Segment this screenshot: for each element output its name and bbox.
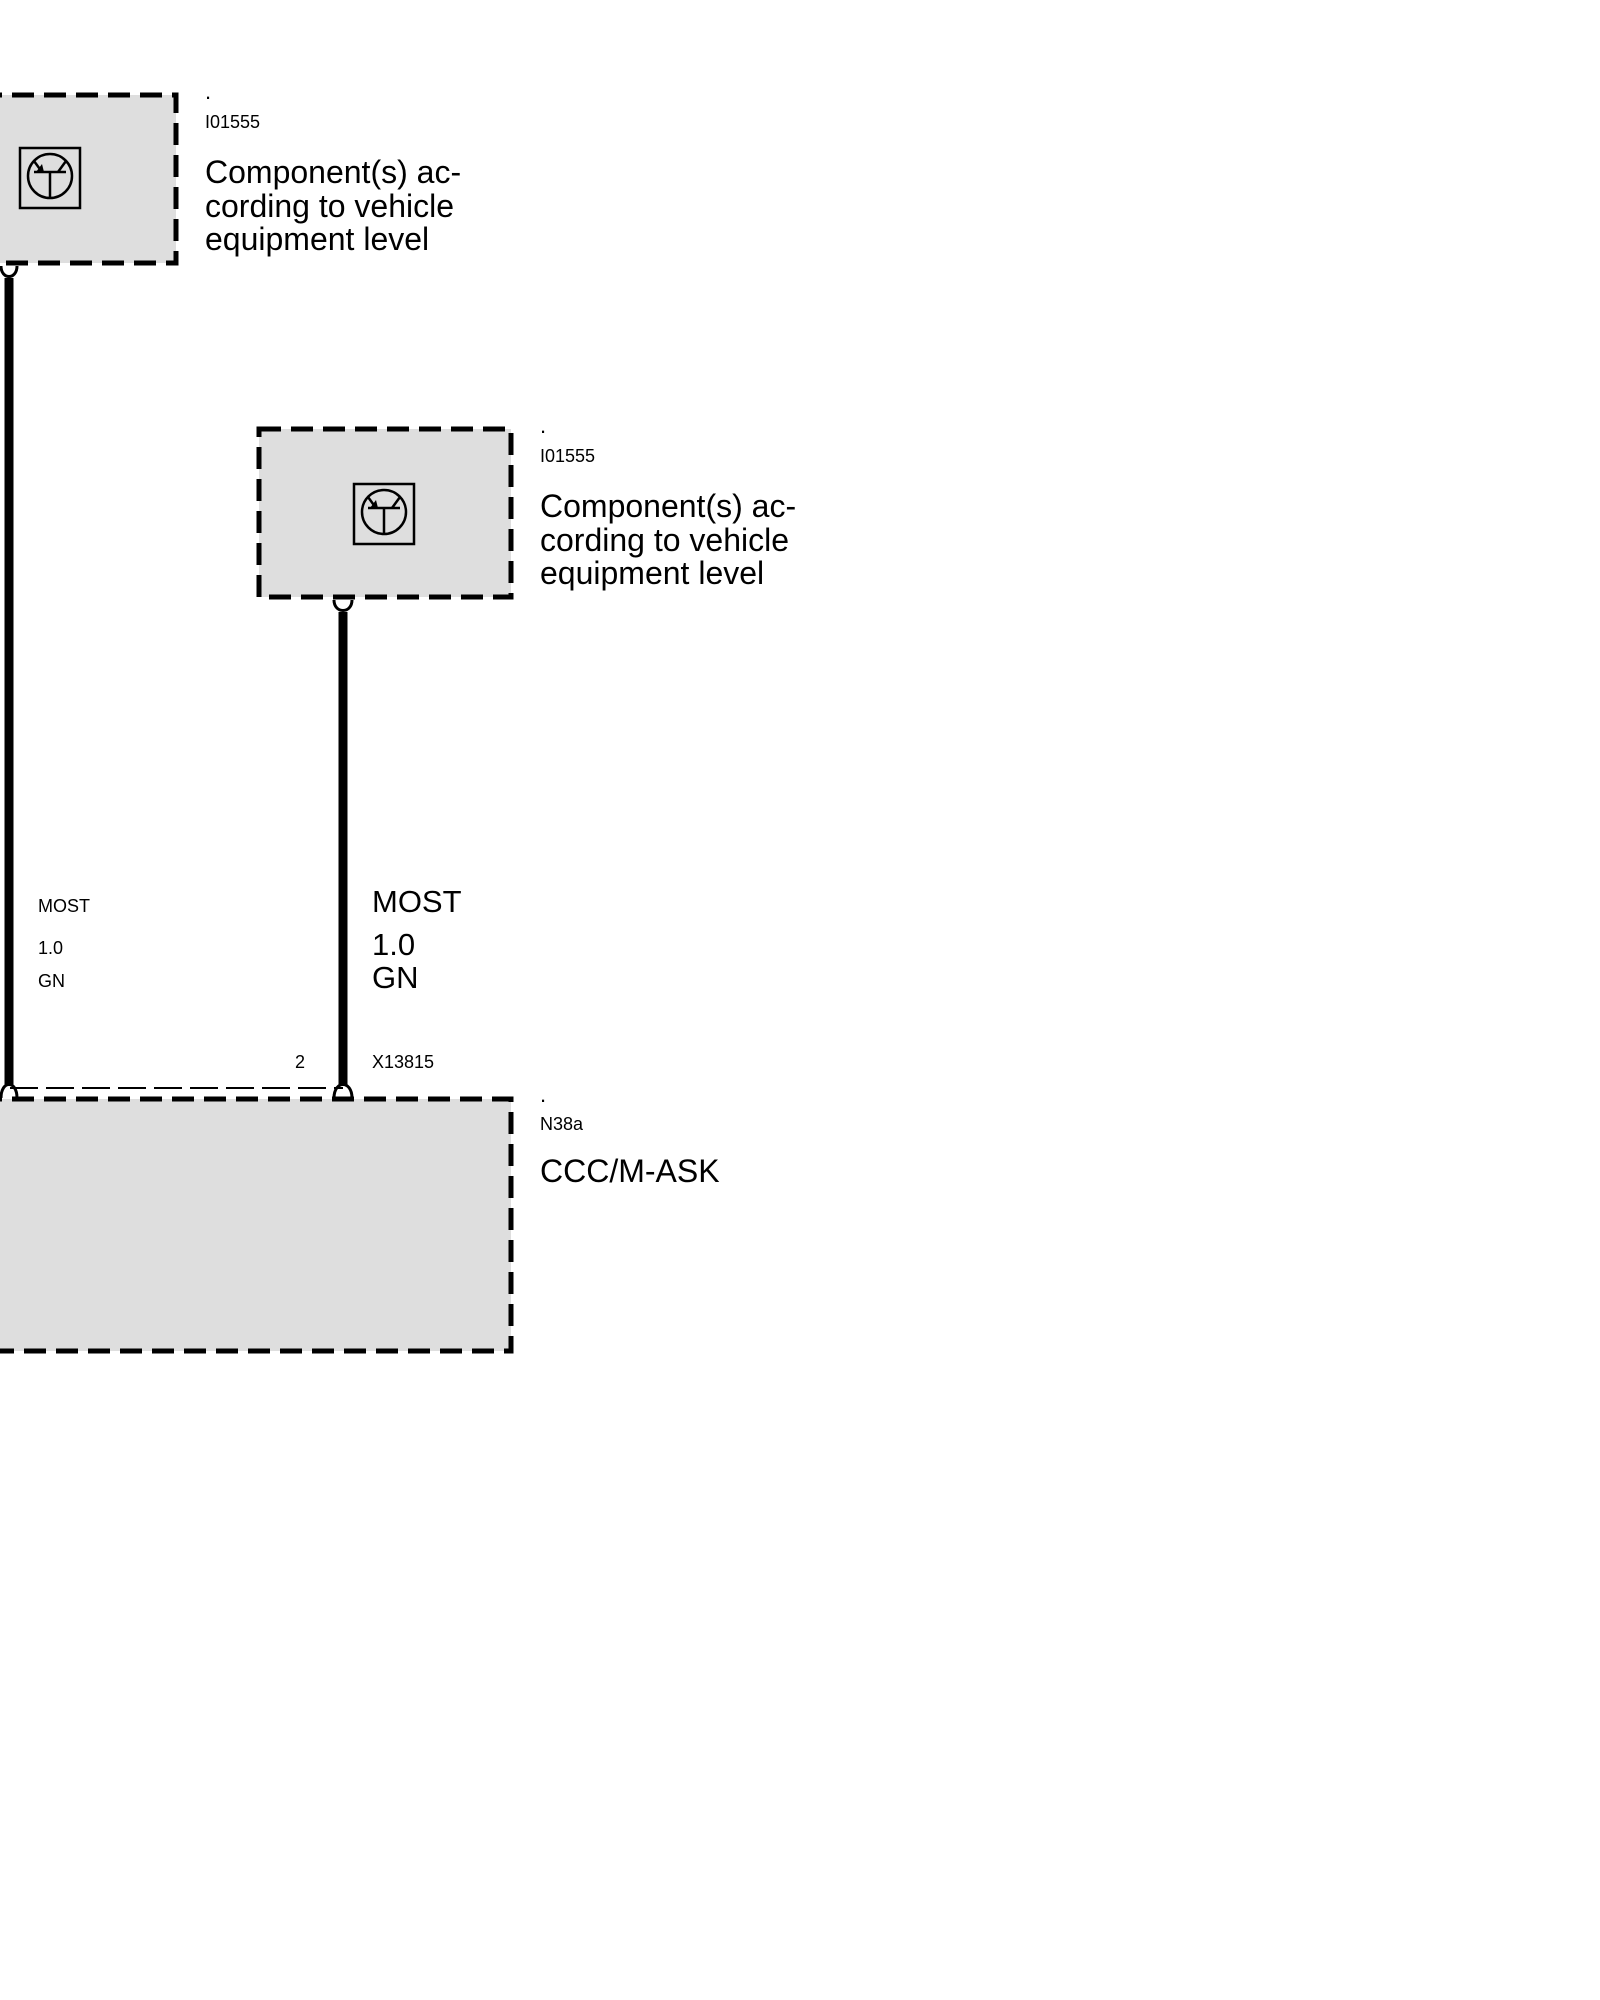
wire-right-signal: MOST <box>372 884 462 919</box>
component-2-code: I01555 <box>540 446 596 466</box>
component-1-name: Component(s) ac- cording to vehicle equi… <box>205 154 462 258</box>
wire-right-bottom-hook <box>332 1083 354 1099</box>
transistor-symbol-icon <box>352 482 416 546</box>
component-2-name: Component(s) ac- cording to vehicle equi… <box>540 488 797 592</box>
wire-left-bottom-hook <box>0 1083 19 1099</box>
connector-id: X13815 <box>372 1052 435 1072</box>
component-box-ccc[interactable] <box>0 1096 514 1354</box>
wire-right-cross-section: 1.0 <box>372 927 416 962</box>
transistor-symbol-icon <box>18 146 82 210</box>
component-3-marker: . <box>540 1082 547 1107</box>
component-1-code: I01555 <box>205 112 261 132</box>
component-3-name: CCC/M-ASK <box>540 1153 720 1189</box>
component-3-code: N38a <box>540 1114 584 1134</box>
connector-pin: 2 <box>295 1052 306 1072</box>
component-2-marker: . <box>540 413 547 438</box>
wire-left-color-code: GN <box>38 971 65 991</box>
component-1-marker: . <box>205 79 212 104</box>
wire-right-top-hook <box>332 599 354 612</box>
wire-left-signal: MOST <box>38 896 90 916</box>
wire-left-top-hook <box>0 265 19 278</box>
wire-left-cross-section: 1.0 <box>38 938 64 958</box>
wire-right-color-code: GN <box>372 960 419 995</box>
